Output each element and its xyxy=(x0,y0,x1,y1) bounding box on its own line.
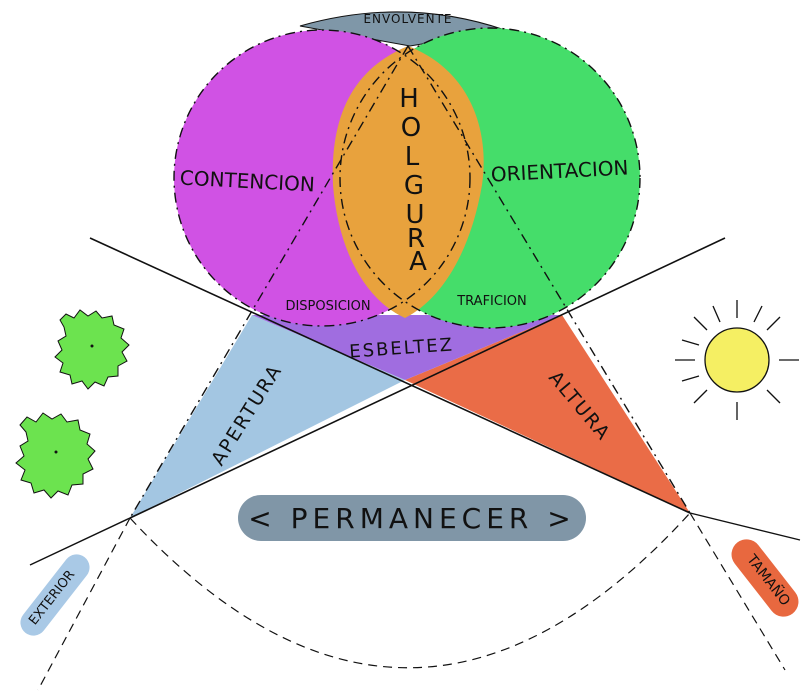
ext-line-left xyxy=(29,517,131,566)
contencion-outline xyxy=(173,29,471,327)
permanecer-label: < PERMANECER > xyxy=(248,502,575,535)
holgura-lens-fill xyxy=(332,46,484,318)
cross-line-1 xyxy=(89,237,691,514)
sun-icon xyxy=(675,300,799,420)
envolvente-label: ENVOLVENTE xyxy=(363,12,452,26)
apex-line-right xyxy=(407,45,691,514)
permanecer-arc xyxy=(129,512,691,669)
cross-line-2 xyxy=(129,237,726,519)
ext-line-right xyxy=(689,512,801,541)
esbeltez-region xyxy=(252,315,562,380)
tamano-tag xyxy=(731,539,799,617)
tree-icon xyxy=(54,309,130,390)
holgura-letter: O xyxy=(401,113,421,143)
ext-dash-left xyxy=(37,517,131,691)
disposicion-label: DISPOSICION xyxy=(285,299,370,314)
holgura-letter: L xyxy=(405,142,420,172)
traficion-label: TRAFICION xyxy=(456,294,527,309)
tree-icon xyxy=(15,412,96,499)
orientacion-outline xyxy=(339,27,641,329)
holgura-letter: U xyxy=(405,200,424,230)
apex-line-left xyxy=(129,45,409,519)
holgura-letter: R xyxy=(407,224,425,254)
altura-region xyxy=(405,315,690,513)
apertura-region xyxy=(130,315,405,518)
ext-dash-right xyxy=(689,512,786,671)
holgura-letter: G xyxy=(404,171,424,201)
holgura-letter: A xyxy=(409,247,427,277)
holgura-label: H O L G U R A xyxy=(399,84,427,277)
permanecer-pill xyxy=(238,495,586,541)
holgura-letter: H xyxy=(399,84,419,114)
exterior-tag xyxy=(20,554,90,636)
